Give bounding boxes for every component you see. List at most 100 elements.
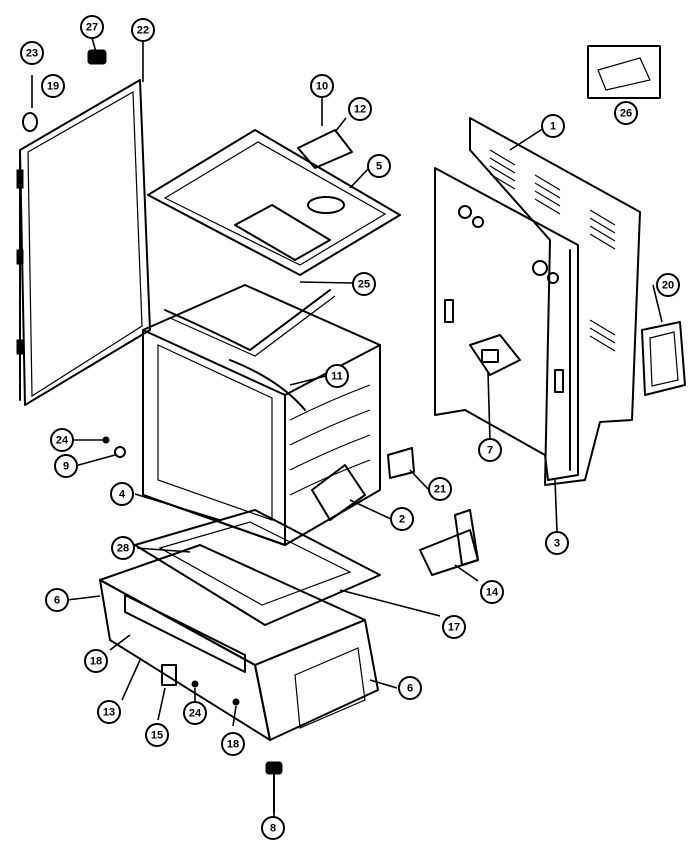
callout-number: 22 — [137, 25, 149, 37]
base-frame — [99, 544, 379, 741]
callout-8: 8 — [261, 816, 285, 840]
callout-number: 20 — [662, 280, 674, 292]
callout-circle — [442, 615, 466, 639]
callout-3: 3 — [545, 531, 569, 555]
callout-28: 28 — [111, 536, 135, 560]
callout-22: 22 — [131, 18, 155, 42]
callout-17: 17 — [442, 615, 466, 639]
callout-number: 10 — [316, 81, 328, 93]
callout-circle — [20, 41, 44, 65]
callout-circle — [110, 482, 134, 506]
door-panel — [16, 79, 151, 406]
callout-26: 26 — [614, 101, 638, 125]
callout-number: 1 — [550, 121, 556, 133]
callout-number: 23 — [26, 48, 38, 60]
callout-1: 1 — [541, 114, 565, 138]
callout-number: 26 — [620, 108, 632, 120]
terminal-block — [587, 45, 661, 99]
callout-number: 3 — [554, 538, 560, 550]
callout-circle — [348, 97, 372, 121]
callout-6: 6 — [45, 588, 69, 612]
top-panel — [147, 129, 401, 276]
callout-circle — [390, 507, 414, 531]
callout-2: 2 — [390, 507, 414, 531]
callout-number: 24 — [189, 708, 202, 720]
callout-circle — [80, 15, 104, 39]
callout-number: 21 — [434, 484, 446, 496]
callout-number: 12 — [354, 104, 366, 116]
callout-circle — [478, 438, 502, 462]
callout-number: 2 — [399, 514, 405, 526]
callout-circle — [41, 74, 65, 98]
side-bracket — [387, 447, 415, 479]
callout-circle — [54, 454, 78, 478]
callout-number: 8 — [270, 823, 276, 835]
callout-circle — [352, 272, 376, 296]
callout-number: 5 — [376, 161, 382, 173]
callout-number: 14 — [486, 587, 499, 599]
callout-6: 6 — [398, 676, 422, 700]
hinge-clip — [22, 75, 38, 132]
leveling-leg — [265, 761, 283, 813]
leader-lines — [66, 37, 663, 818]
callout-circle — [183, 701, 207, 725]
callout-circle — [367, 154, 391, 178]
callout-5: 5 — [367, 154, 391, 178]
callout-circle — [656, 273, 680, 297]
callout-11: 11 — [325, 364, 349, 388]
callout-number: 27 — [86, 22, 98, 34]
callout-12: 12 — [348, 97, 372, 121]
callout-27: 27 — [80, 15, 104, 39]
callout-9: 9 — [54, 454, 78, 478]
callout-circle — [480, 580, 504, 604]
callout-number: 17 — [448, 622, 460, 634]
wiring-harness — [164, 289, 336, 411]
callout-15: 15 — [145, 723, 169, 747]
callout-25: 25 — [352, 272, 376, 296]
small-bracket — [161, 664, 177, 686]
callout-13: 13 — [97, 700, 121, 724]
callout-19: 19 — [41, 74, 65, 98]
callout-18: 18 — [221, 732, 245, 756]
top-bracket — [297, 96, 353, 169]
callout-number: 6 — [54, 595, 60, 607]
callout-number: 7 — [487, 445, 493, 457]
callout-number: 24 — [56, 435, 69, 447]
side-panel — [434, 167, 579, 481]
callout-circle — [84, 649, 108, 673]
callout-18: 18 — [84, 649, 108, 673]
callout-circle — [545, 531, 569, 555]
callout-circle — [614, 101, 638, 125]
callout-20: 20 — [656, 273, 680, 297]
callout-number: 6 — [407, 683, 413, 695]
callout-circle — [541, 114, 565, 138]
callout-circle — [325, 364, 349, 388]
callout-circle — [97, 700, 121, 724]
oven-bottom — [134, 509, 381, 626]
oven-cavity — [142, 284, 381, 546]
callout-circle — [50, 428, 74, 452]
callout-10: 10 — [310, 74, 334, 98]
callout-number: 18 — [90, 656, 102, 668]
callout-4: 4 — [110, 482, 134, 506]
back-panel — [469, 117, 641, 486]
callout-circle — [111, 536, 135, 560]
callout-7: 7 — [478, 438, 502, 462]
callout-24: 24 — [183, 701, 207, 725]
callout-number: 9 — [63, 461, 69, 473]
callout-circle — [261, 816, 285, 840]
callout-number: 11 — [331, 371, 343, 383]
callout-number: 19 — [47, 81, 59, 93]
callout-number: 13 — [103, 707, 115, 719]
callout-21: 21 — [428, 477, 452, 501]
callout-circle — [428, 477, 452, 501]
callout-number: 18 — [227, 739, 239, 751]
access-cover — [641, 321, 686, 396]
callout-number: 15 — [151, 730, 163, 742]
callout-circle — [145, 723, 169, 747]
callout-number: 25 — [358, 279, 370, 291]
callout-circle — [310, 74, 334, 98]
floor-bracket — [419, 509, 479, 576]
